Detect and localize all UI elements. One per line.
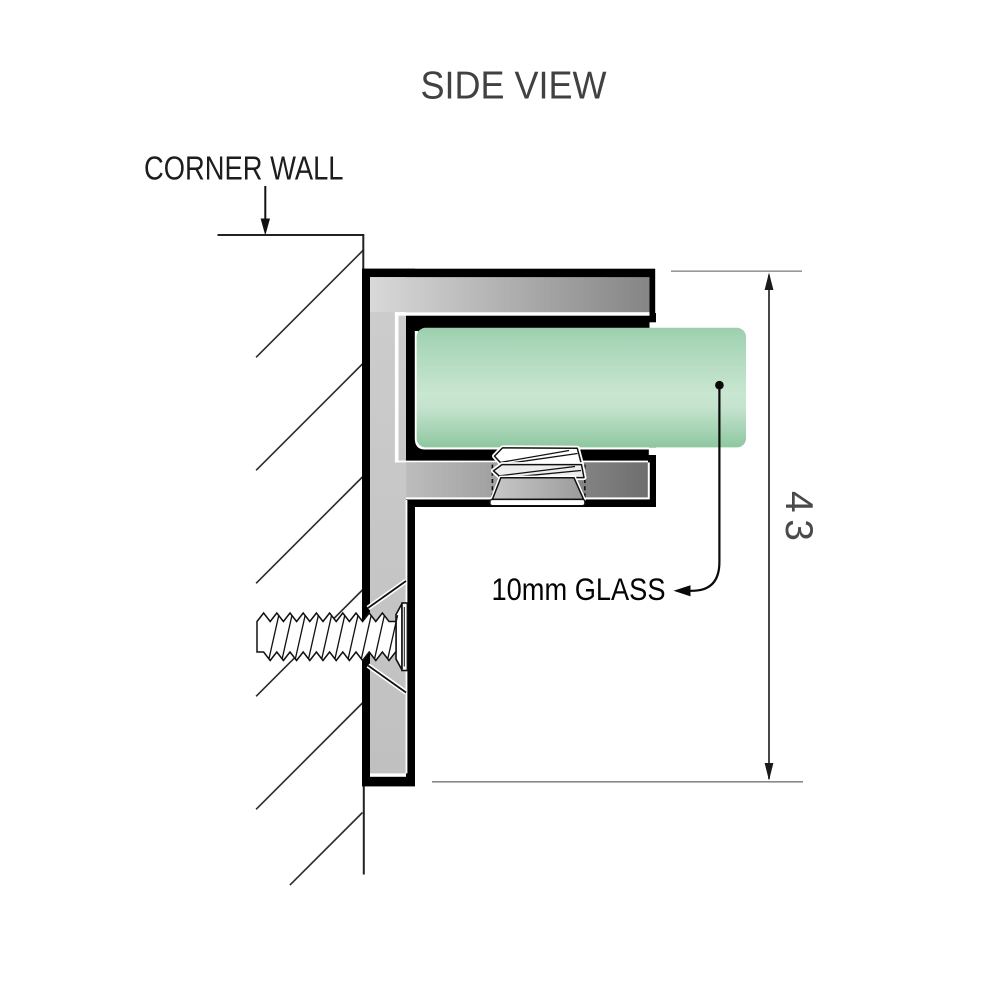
svg-text:10mm GLASS: 10mm GLASS — [492, 572, 666, 607]
svg-text:CORNER WALL: CORNER WALL — [144, 151, 344, 188]
svg-text:SIDE VIEW: SIDE VIEW — [421, 64, 607, 107]
svg-text:43: 43 — [777, 491, 820, 547]
